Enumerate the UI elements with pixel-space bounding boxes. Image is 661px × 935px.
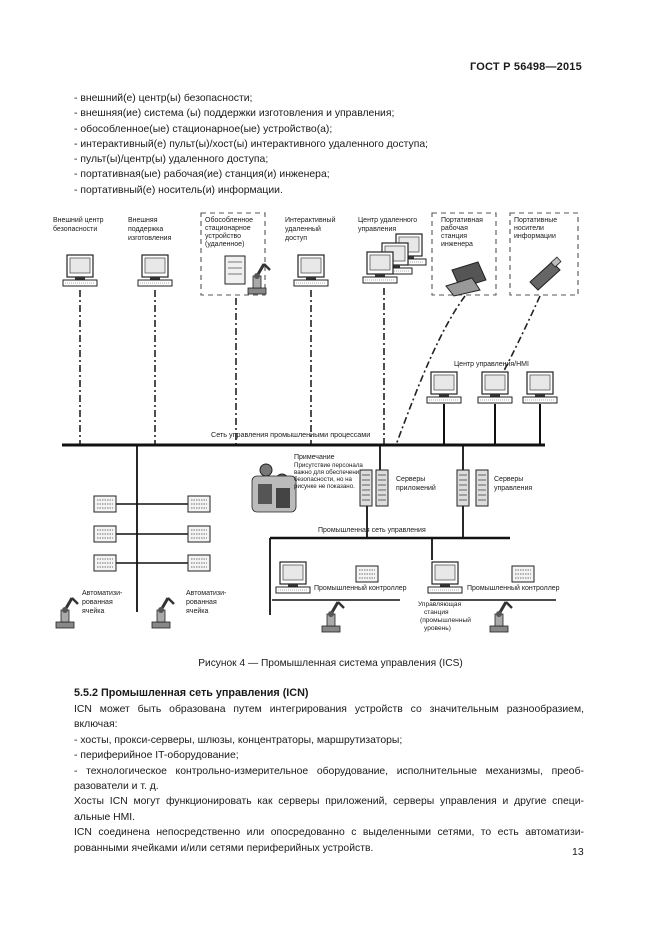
text-line: - периферийное IT-оборудование; <box>74 750 239 762</box>
robot-icon <box>150 596 176 630</box>
text-line: ICN может быть образована путем интегрир… <box>74 704 584 715</box>
computer-icon <box>275 561 311 594</box>
bullet-list: - внешний(е) центр(ы) безопасности; - вн… <box>74 91 594 198</box>
list-item: - портативная(ые) рабочая(ие) станция(и)… <box>74 169 330 181</box>
server-icon <box>359 469 373 507</box>
computer-icon <box>137 254 173 287</box>
list-item: - пульт(ы)/центр(ы) удаленного доступа; <box>74 154 269 166</box>
label-interactive-access: Интерактивный удаленный доступ <box>285 216 337 242</box>
personnel-figure <box>251 463 297 513</box>
industrial-drops <box>269 538 433 615</box>
label-remote-control-center: Центр удаленного управления <box>358 217 419 233</box>
robot-icon <box>54 596 80 630</box>
app-servers-label: Серверы приложений <box>396 476 436 492</box>
server-icon <box>475 469 489 507</box>
robot-icon <box>320 600 346 634</box>
portable-station-box <box>431 212 497 296</box>
hmi-label: Центр управления/HMI <box>454 361 529 368</box>
controller-cabinet-icon <box>187 495 211 513</box>
section-title: 5.5.2 Промышленная сеть управления (ICN) <box>74 687 309 699</box>
controller-cabinet-icon <box>93 495 117 513</box>
section-body: ICN может быть образована путем интегрир… <box>74 702 584 856</box>
controller-cabinet-icon <box>187 554 211 572</box>
text-line: - хосты, прокси-серверы, шлюзы, концентр… <box>74 734 403 746</box>
text-line: рованными ячейками и/или сетями перифери… <box>74 842 374 854</box>
computer-icon <box>293 254 329 287</box>
robot-icon <box>488 600 514 634</box>
server-icon <box>456 469 470 507</box>
cell-links <box>108 503 188 564</box>
document-id: ГОСТ Р 56498—2015 <box>470 61 582 73</box>
bus-drops <box>136 445 464 612</box>
label-portable-media: Портативные носители информации <box>514 217 559 240</box>
controller-cabinet-icon <box>511 565 535 583</box>
process-network-label: Сеть управления промышленными процессами <box>211 430 370 439</box>
plc-label: Промышленный контроллер <box>314 584 407 592</box>
plc-label: Промышленный контроллер <box>467 584 560 592</box>
list-item: - внешний(е) центр(ы) безопасности; <box>74 93 253 104</box>
list-item: - внешняя(ие) система (ы) поддержки изго… <box>74 108 395 120</box>
text-line: разователи и т. д. <box>74 781 159 793</box>
computer-icon <box>522 371 558 404</box>
controller-cabinet-icon <box>93 525 117 543</box>
controller-cabinet-icon <box>187 525 211 543</box>
list-item: - обособленное(ые) стационарное(ые) устр… <box>74 123 333 135</box>
computer-icon <box>477 371 513 404</box>
list-item: - портативный(е) носитель(и) информации. <box>74 184 283 196</box>
label-standalone-device: Обособленное стационарное устройство (уд… <box>205 216 255 248</box>
computer-icon <box>362 251 398 284</box>
hmi-drops <box>443 404 541 445</box>
list-item: - интерактивный(е) пульт(ы)/хост(ы) инте… <box>74 138 429 150</box>
text-line: ICN соединена непосредственно или опосре… <box>74 827 584 839</box>
standalone-device-box <box>200 212 266 296</box>
computer-icon <box>426 371 462 404</box>
usb-media-icon <box>529 256 562 291</box>
control-station-label: Управляющая станция (промышленный уровен… <box>418 601 473 632</box>
text-line: - технологическое контрольно-измерительн… <box>74 765 584 777</box>
laptop-icon <box>445 261 487 297</box>
industrial-network-label: Промышленная сеть управления <box>318 527 426 534</box>
page-number: 13 <box>572 846 584 858</box>
server-icon <box>375 469 389 507</box>
text-line: альные HMI. <box>74 811 136 823</box>
label-portable-station: Портативная рабочая станция инженера <box>441 217 485 248</box>
controller-cabinet-icon <box>355 565 379 583</box>
controller-cabinet-icon <box>93 554 117 572</box>
control-servers-label: Серверы управления <box>494 476 532 492</box>
automation-cell-label: Автоматизи- рованная ячейка <box>186 590 228 615</box>
note-text: Примечание Присутствие персонала важно д… <box>294 454 365 490</box>
text-line: включая: <box>74 719 118 731</box>
text-line: Хосты ICN могут функционировать как серв… <box>74 796 584 808</box>
portable-media-box <box>509 212 579 296</box>
computer-icon <box>62 254 98 287</box>
standalone-device-icon <box>224 255 272 296</box>
computer-icon <box>427 561 463 594</box>
label-external-support: Внешняя поддержка изготовления <box>128 217 172 242</box>
label-external-security: Внешний центр безопасности <box>53 216 105 233</box>
figure-caption: Рисунок 4 — Промышленная система управле… <box>198 658 463 669</box>
automation-cell-label: Автоматизи- рованная ячейка <box>82 590 124 615</box>
